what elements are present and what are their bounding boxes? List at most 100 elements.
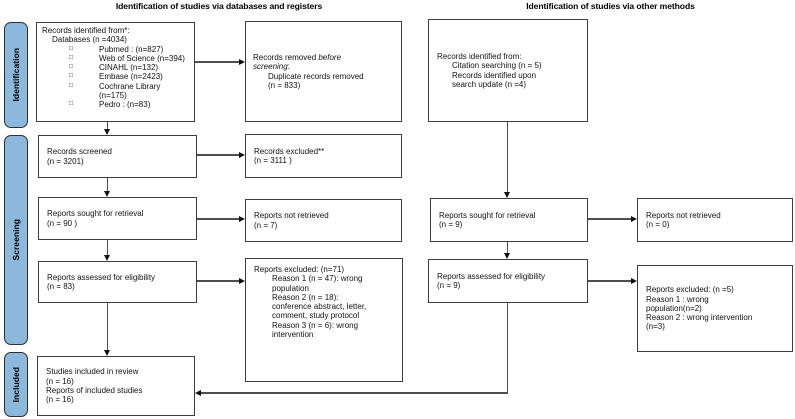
box-line-text: Records removed: [253, 52, 319, 62]
connector-sought-to-assessed: [107, 240, 109, 255]
box-line: Duplicate records removed: [268, 71, 364, 81]
connector-identified-to-screened: [107, 122, 109, 130]
database-item-continuation: (n=175): [37, 91, 194, 100]
box-line: (n = 0): [646, 220, 670, 229]
bullet-spacer: [69, 91, 99, 100]
box-line: (n = 3111 ): [254, 156, 292, 165]
connector-assessed-to-included: [107, 303, 109, 350]
column-header-other-methods: Identification of studies via other meth…: [526, 1, 695, 11]
box-line: (n = 7): [254, 220, 278, 230]
box-line: comment, study protocol: [272, 311, 360, 321]
box-reports-not-retrieved-databases: Reports not retrieved (n = 7): [245, 199, 402, 242]
database-item: □ Cochrane Library: [37, 82, 194, 91]
stage-label-screening-text: Screening: [11, 219, 21, 261]
connector-assessed-to-reports-excluded: [197, 280, 239, 282]
connector-other-sought-to-not-retrieved: [588, 218, 631, 220]
arrowhead-right-icon: [239, 215, 245, 222]
connector-other-assessed-to-excluded: [588, 280, 631, 282]
arrowhead-left-icon: [195, 389, 201, 396]
box-line: Records identified from:: [437, 51, 522, 61]
box-line: Reason 1 : wrong: [646, 294, 709, 304]
box-records-excluded: Records excluded** (n = 3111 ): [245, 134, 402, 178]
arrowhead-right-icon: [239, 151, 245, 158]
box-line: intervention: [272, 329, 314, 339]
box-line: Reason 3 (n = 6): wrong: [272, 320, 359, 330]
box-line: search update (n =4): [452, 79, 527, 89]
box-line: (n = 16): [46, 395, 74, 405]
database-item-label: Embase (n=2423): [99, 72, 163, 82]
square-bullet-icon: □: [69, 72, 73, 80]
box-line: Reports sought for retrieval: [439, 210, 536, 220]
arrowhead-down-icon: [103, 350, 110, 356]
database-item-label: CINAHL (n=132): [99, 63, 159, 73]
box-records-removed-before-screening: Records removed before screening: Duplic…: [245, 21, 402, 122]
connector-other-assessed-to-included: [201, 392, 509, 394]
connector-screened-to-excluded: [197, 154, 239, 156]
square-bullet-icon: □: [69, 44, 73, 52]
box-line: Reports excluded: (n=71): [254, 265, 345, 274]
stage-label-included: Included: [4, 352, 28, 417]
box-line: Records identified from*:: [42, 26, 130, 35]
connector-other-sought-to-assessed: [507, 242, 509, 253]
box-line: Reason 2 (n = 18):: [272, 292, 339, 302]
box-line: population(n=2): [646, 303, 702, 313]
stage-label-identification-text: Identification: [11, 48, 21, 102]
square-bullet-icon: □: [69, 81, 73, 89]
box-line: screening:: [246, 62, 401, 71]
box-line: Reports excluded: (n =5): [646, 285, 734, 295]
box-line-italic: before: [318, 52, 342, 62]
square-bullet-icon: □: [69, 63, 73, 71]
box-line: Records screened: [47, 147, 112, 157]
stage-label-included-text: Included: [11, 366, 21, 403]
connector-identified-to-removed: [195, 61, 239, 63]
database-item-label: (n=175): [99, 90, 127, 100]
box-line: Reports of included studies: [46, 386, 143, 395]
arrowhead-right-icon: [631, 215, 637, 222]
box-records-screened: Records screened (n = 3201): [38, 135, 197, 178]
box-line: (n = 16): [46, 376, 74, 386]
box-line: (n = 83): [47, 282, 75, 291]
box-reports-excluded-other: Reports excluded: (n =5) Reason 1 : wron…: [637, 265, 793, 352]
database-item: □ Embase (n=2423): [37, 72, 194, 81]
box-line: Records identified upon: [452, 70, 537, 80]
box-line: Reports assessed for eligibility: [437, 271, 546, 281]
database-item: □ CINAHL (n=132): [37, 63, 194, 72]
box-line: Reason 2 : wrong intervention: [646, 313, 753, 323]
box-line: (n = 90 ): [47, 218, 78, 228]
database-item: □Pubmed : (n=827): [37, 45, 194, 54]
database-item-label: Web of Science (n=394): [99, 53, 185, 63]
box-reports-excluded-databases: Reports excluded: (n=71) Reason 1 (n = 4…: [245, 258, 403, 382]
arrowhead-down-icon: [503, 192, 510, 198]
box-line: population: [272, 283, 309, 293]
connector-other-identified-to-sought: [507, 122, 509, 192]
database-item: □ Pedro : (n=83): [37, 100, 194, 109]
connector-other-assessed-down: [507, 303, 509, 395]
box-line: (n = 9): [437, 281, 461, 290]
box-reports-sought-databases: Reports sought for retrieval (n = 90 ): [38, 197, 197, 240]
box-line: conference abstract, letter,: [272, 302, 367, 312]
arrowhead-down-icon: [103, 129, 110, 135]
box-line: Databases (n =4034): [52, 35, 127, 45]
arrowhead-down-icon: [103, 191, 110, 197]
box-line-text: :: [287, 62, 290, 72]
box-line: (n=3): [646, 322, 665, 332]
box-line: Records removed before: [246, 53, 401, 62]
box-line-italic: screening: [253, 62, 288, 72]
database-item-label: Pedro : (n=83): [99, 100, 151, 110]
stage-label-identification: Identification: [4, 22, 28, 128]
box-line: Reason 1 (n = 47): wrong: [272, 274, 363, 284]
arrowhead-down-icon: [503, 253, 510, 259]
arrowhead-right-icon: [239, 58, 245, 65]
connector-screened-to-sought: [107, 178, 109, 191]
arrowhead-right-icon: [631, 277, 637, 284]
box-reports-sought-other: Reports sought for retrieval (n = 9): [430, 198, 588, 242]
box-line: (n = 3201): [47, 156, 84, 166]
square-bullet-icon: □: [69, 53, 73, 61]
box-line: (n = 9): [439, 220, 463, 229]
box-records-identified-databases: Records identified from*: Databases (n =…: [36, 22, 195, 122]
box-line: Reports sought for retrieval: [47, 209, 144, 219]
square-bullet-icon: □: [69, 100, 73, 108]
box-line: Citation searching (n = 5): [452, 61, 542, 71]
database-item-label: Cochrane Library: [99, 81, 161, 91]
